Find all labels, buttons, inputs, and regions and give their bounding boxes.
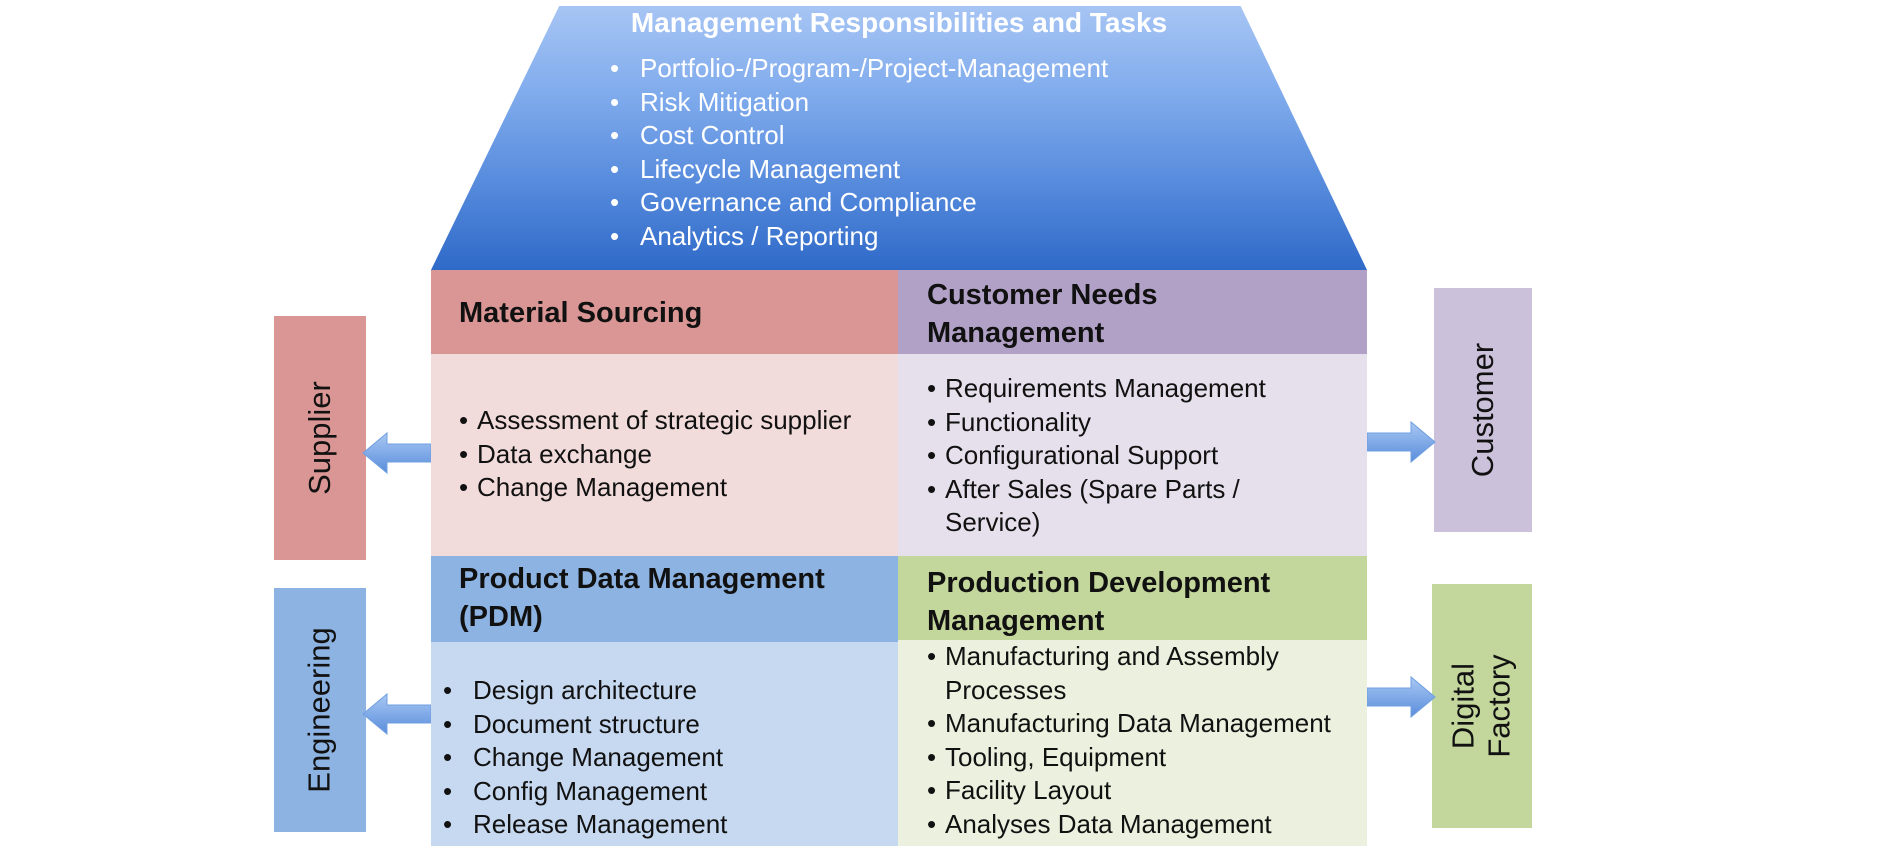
digital-factory-label: Digital Factory [1446, 654, 1518, 757]
list-item-continuation: Processes [945, 674, 1067, 705]
material-sourcing-body: Assessment of strategic supplier Data ex… [431, 354, 898, 556]
production-development-title-line1: Production Development [927, 567, 1271, 599]
roof-item: Analytics / Reporting [610, 220, 1108, 254]
roof-item: Lifecycle Management [610, 153, 1108, 187]
customer-label: Customer [1465, 342, 1500, 478]
digital-factory-box: Digital Factory [1432, 584, 1532, 828]
list-item: Config Management [443, 775, 727, 809]
arrow-left-icon [362, 692, 431, 736]
supplier-box: Supplier [274, 316, 366, 560]
pdm-title-line1: Product Data Management [459, 563, 825, 595]
customer-needs-block: Customer Needs Management Requirements M… [898, 270, 1367, 556]
material-sourcing-block: Material Sourcing Assessment of strategi… [431, 270, 898, 556]
roof-item: Portfolio-/Program-/Project-Management [610, 52, 1108, 86]
customer-needs-title-line2: Management [927, 317, 1105, 349]
list-item: Analyses Data Management [927, 808, 1331, 842]
roof-item: Governance and Compliance [610, 186, 1108, 220]
customer-needs-title: Customer Needs Management [927, 276, 1157, 352]
list-item: Facility Layout [927, 774, 1331, 808]
pdm-header: Product Data Management (PDM) [431, 556, 898, 642]
production-development-header: Production Development Management [898, 556, 1367, 640]
production-development-body: Manufacturing and Assembly Processes Man… [898, 640, 1367, 846]
arrow-right-icon [1367, 420, 1436, 464]
customer-needs-title-line1: Customer Needs [927, 279, 1158, 311]
pdm-title: Product Data Management (PDM) [459, 560, 825, 636]
list-item: Functionality [927, 406, 1266, 440]
customer-needs-list: Requirements Management Functionality Co… [927, 372, 1266, 540]
list-item: After Sales (Spare Parts / [927, 473, 1266, 507]
list-item: Manufacturing and Assembly [927, 640, 1331, 674]
engineering-label: Engineering [302, 627, 337, 793]
roof-title: Management Responsibilities and Tasks [630, 7, 1168, 38]
list-item: Manufacturing Data Management [927, 707, 1331, 741]
pdm-body: Design architecture Document structure C… [431, 642, 898, 846]
roof-item: Cost Control [610, 119, 1108, 153]
material-sourcing-title: Material Sourcing [459, 297, 703, 329]
production-development-title: Production Development Management [927, 564, 1270, 640]
roof-list: Portfolio-/Program-/Project-Management R… [610, 52, 1108, 253]
pdm-title-line2: (PDM) [459, 601, 543, 633]
list-item-continuation: Service) [945, 507, 1041, 537]
list-item: Document structure [443, 708, 727, 742]
roof-item: Risk Mitigation [610, 86, 1108, 120]
list-item: Tooling, Equipment [927, 741, 1331, 775]
list-item: Change Management [459, 471, 851, 505]
customer-needs-body: Requirements Management Functionality Co… [898, 354, 1367, 556]
pdm-list: Design architecture Document structure C… [443, 674, 727, 842]
list-item: Data exchange [459, 438, 851, 472]
production-development-title-line2: Management [927, 605, 1105, 637]
pdm-block: Product Data Management (PDM) Design arc… [431, 556, 898, 846]
digital-factory-label-line1: Digital [1446, 662, 1482, 750]
customer-box: Customer [1434, 288, 1532, 532]
arrow-left-icon [362, 431, 431, 475]
list-item: Requirements Management [927, 372, 1266, 406]
digital-factory-label-line2: Factory [1482, 654, 1518, 758]
production-development-list: Manufacturing and Assembly Processes Man… [927, 640, 1331, 841]
arrow-right-icon [1367, 675, 1436, 719]
list-item: Change Management [443, 741, 727, 775]
material-sourcing-list: Assessment of strategic supplier Data ex… [459, 404, 851, 505]
supplier-label: Supplier [302, 381, 337, 495]
engineering-box: Engineering [274, 588, 366, 832]
list-item: Assessment of strategic supplier [459, 404, 851, 438]
list-item: Design architecture [443, 674, 727, 708]
material-sourcing-header: Material Sourcing [431, 270, 898, 354]
list-item: Configurational Support [927, 439, 1266, 473]
production-development-block: Production Development Management Manufa… [898, 556, 1367, 846]
list-item: Release Management [443, 808, 727, 842]
customer-needs-header: Customer Needs Management [898, 270, 1367, 354]
